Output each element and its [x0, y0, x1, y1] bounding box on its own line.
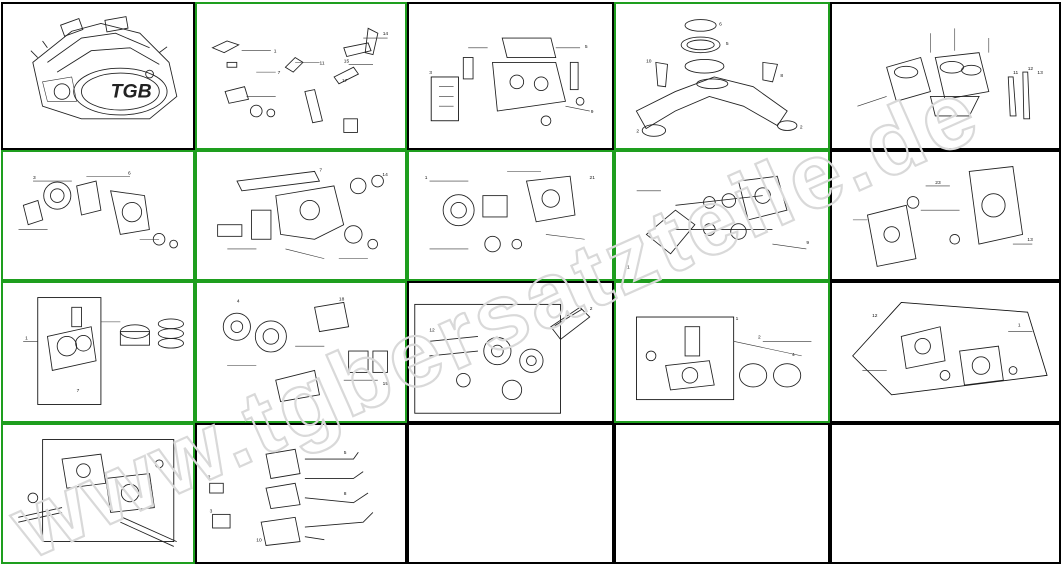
cvt-drive-pulley-drawing: 2 12 — [414, 303, 593, 414]
thumbnail-empty-2 — [614, 423, 830, 564]
svg-text:2: 2 — [208, 474, 211, 480]
thumbnail-drive-shaft[interactable] — [1, 423, 195, 564]
svg-text:4: 4 — [237, 298, 240, 304]
svg-text:3: 3 — [429, 70, 432, 76]
gearbox-drawing: 12 1 — [852, 301, 1048, 396]
svg-text:6: 6 — [719, 21, 722, 27]
intake-manifold-drawing: 6 5 10 8 2 2 — [635, 19, 803, 137]
svg-text:1: 1 — [274, 49, 277, 55]
svg-text:12: 12 — [872, 313, 878, 319]
svg-text:11: 11 — [1013, 70, 1018, 76]
svg-text:12: 12 — [1028, 66, 1034, 72]
crankcase-cover-left-drawing: 36 — [18, 170, 178, 249]
thumbnail-gearbox[interactable]: 12 1 — [830, 281, 1061, 423]
svg-text:2: 2 — [758, 334, 761, 340]
thumbnail-throttle-body[interactable]: 1 2 4 — [614, 281, 830, 423]
svg-text:14: 14 — [382, 172, 388, 178]
svg-text:10: 10 — [256, 538, 262, 544]
svg-text:18: 18 — [339, 296, 345, 302]
svg-text:9: 9 — [806, 240, 809, 246]
thumbnail-cylinder-head[interactable]: 3 5 9 — [407, 2, 614, 150]
thumbnail-empty-3 — [830, 423, 1061, 564]
svg-text:13: 13 — [1027, 237, 1033, 243]
svg-text:1: 1 — [627, 264, 630, 270]
drive-shaft-drawing — [18, 439, 177, 547]
thumbnail-crankcase-right[interactable]: 21 1 — [407, 150, 614, 281]
svg-text:9: 9 — [591, 109, 594, 115]
svg-text:8: 8 — [344, 491, 347, 497]
thumbnail-wiring-sensors[interactable]: 2 3 5 8 10 — [195, 423, 407, 564]
svg-text:5: 5 — [344, 450, 347, 456]
svg-text:1: 1 — [425, 175, 428, 181]
svg-text:2: 2 — [800, 125, 803, 131]
svg-text:19: 19 — [383, 381, 389, 387]
svg-text:5: 5 — [726, 41, 729, 47]
thumbnail-engine-assembly[interactable]: TGB — [1, 2, 195, 150]
svg-text:11: 11 — [319, 60, 324, 66]
svg-text:15: 15 — [344, 58, 350, 64]
svg-text:14: 14 — [383, 31, 389, 37]
svg-text:2: 2 — [636, 128, 639, 134]
thumbnail-generator-starter[interactable]: 4 18 19 — [195, 281, 407, 423]
wiring-sensors-drawing: 2 3 5 8 10 — [208, 448, 374, 546]
crankshaft-piston-drawing: 17 — [23, 297, 184, 405]
engine-assembly-drawing: TGB — [30, 16, 178, 120]
svg-text:6: 6 — [128, 170, 131, 176]
transmission-gears-drawing: 19 — [627, 175, 809, 270]
svg-text:12: 12 — [429, 328, 435, 334]
svg-text:7: 7 — [319, 167, 322, 173]
svg-text:1: 1 — [736, 316, 739, 322]
crankcase-drawing: 7 14 — [217, 167, 388, 259]
svg-text:1: 1 — [25, 335, 28, 341]
svg-text:7: 7 — [77, 388, 80, 394]
svg-text:1: 1 — [1018, 323, 1021, 329]
svg-text:3: 3 — [33, 175, 36, 181]
svg-text:23: 23 — [935, 180, 941, 186]
tgb-logo: TGB — [111, 80, 152, 102]
svg-text:4: 4 — [792, 352, 795, 358]
crankcase-right-drawing: 21 1 — [425, 171, 596, 253]
thumbnail-intake-manifold[interactable]: 6 5 10 8 2 2 — [614, 2, 830, 150]
svg-text:21: 21 — [590, 175, 596, 181]
generator-starter-drawing: 4 18 19 — [222, 296, 389, 403]
thumbnail-crankcase-cover-right[interactable]: 23 13 — [830, 150, 1061, 281]
svg-text:5: 5 — [585, 44, 588, 50]
crankcase-cover-right-drawing: 23 13 — [852, 166, 1033, 267]
thumbnail-cvt-drive-pulley[interactable]: 2 12 — [407, 281, 614, 423]
svg-text:7: 7 — [278, 70, 281, 76]
svg-text:2: 2 — [590, 306, 593, 312]
svg-text:3: 3 — [210, 508, 213, 514]
svg-text:8: 8 — [780, 73, 783, 79]
svg-text:13: 13 — [1037, 70, 1043, 76]
throttle-body-drawing: 1 2 4 — [636, 316, 812, 401]
svg-text:10: 10 — [646, 58, 652, 64]
svg-text:17: 17 — [342, 78, 348, 84]
thumbnail-empty-1 — [407, 423, 614, 564]
cylinder-head-drawing: 3 5 9 — [429, 37, 594, 127]
thumbnail-crankcase[interactable]: 7 14 — [195, 150, 407, 281]
